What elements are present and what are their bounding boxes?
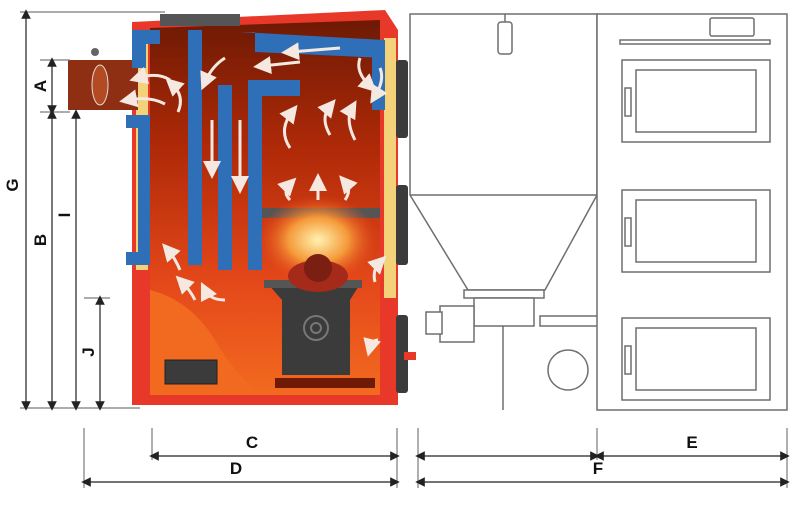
dim-label-c: C (246, 433, 258, 452)
dim-label-e: E (686, 433, 697, 452)
boiler-doors (396, 60, 416, 393)
water-jacket (126, 30, 385, 270)
fire-icon (304, 254, 332, 282)
ash-door (164, 359, 218, 385)
dim-label-g: G (3, 178, 22, 191)
flow-arrow-icon (119, 42, 388, 357)
dimension-arrows (21, 9, 790, 487)
dim-label-b: B (31, 234, 50, 246)
dim-label-i: I (55, 213, 74, 218)
dim-label-j: J (79, 347, 98, 356)
fuel-hopper (409, 13, 599, 410)
dim-label-f: F (593, 459, 603, 478)
storage-cabinet (596, 13, 788, 411)
dim-label-a: A (31, 80, 50, 92)
dim-label-d: D (230, 459, 242, 478)
burner (258, 195, 378, 388)
